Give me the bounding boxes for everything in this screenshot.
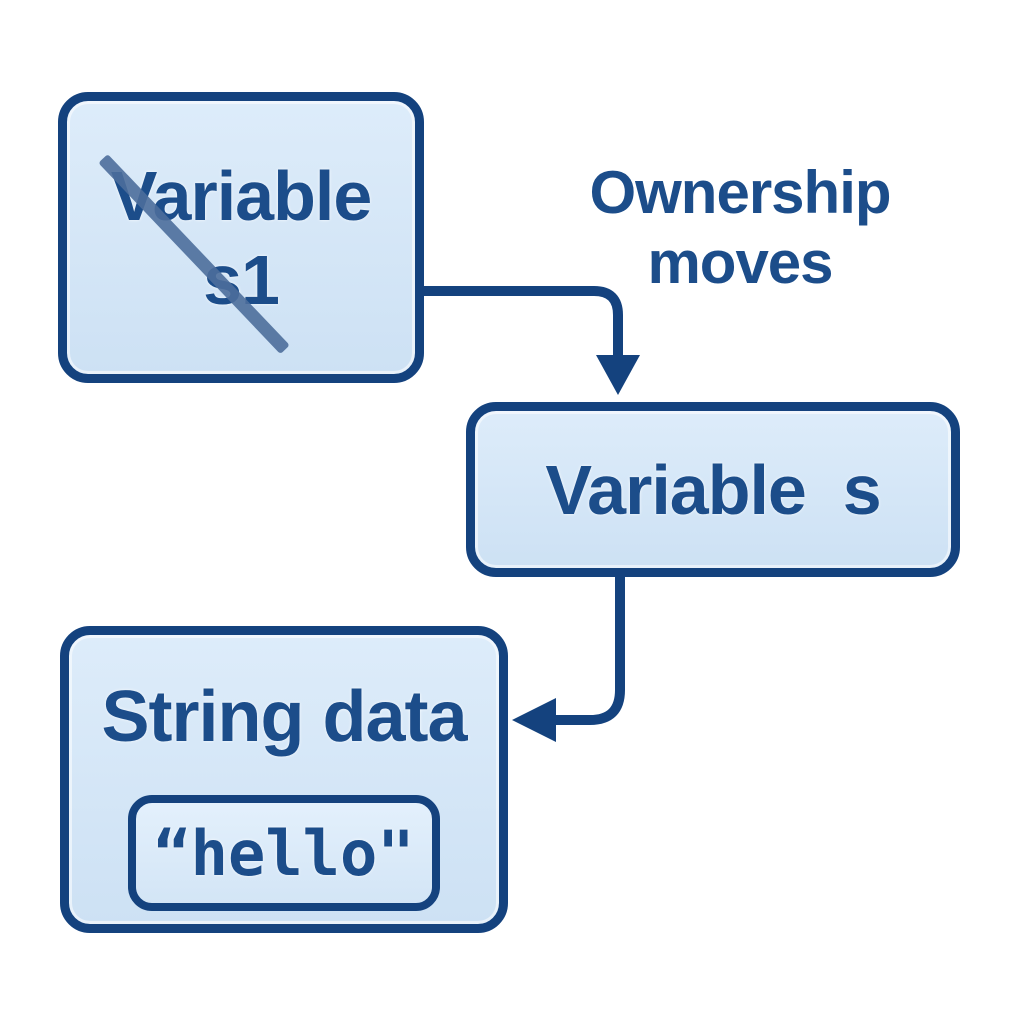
- hello-value-box: “hello": [128, 795, 440, 911]
- down-arrowhead-icon: [596, 355, 640, 395]
- ownership-moves-line1: Ownership: [589, 159, 891, 226]
- variable-s-box: Variable s: [466, 402, 960, 577]
- points-to-data-arrow: [512, 571, 625, 742]
- ownership-moves-line2: moves: [647, 229, 833, 296]
- ownership-moves-label: Ownership moves: [545, 158, 935, 298]
- ownership-move-arrow: [419, 286, 640, 395]
- string-data-title: String data: [101, 677, 467, 757]
- left-arrowhead-icon: [512, 698, 556, 742]
- variable-s1-label-line1: Variable: [110, 156, 373, 235]
- variable-s-label: Variable s: [545, 450, 881, 529]
- hello-value: “hello": [153, 816, 415, 890]
- string-data-box: String data “hello": [60, 626, 508, 933]
- variable-s1-box: Variable s1: [58, 92, 424, 383]
